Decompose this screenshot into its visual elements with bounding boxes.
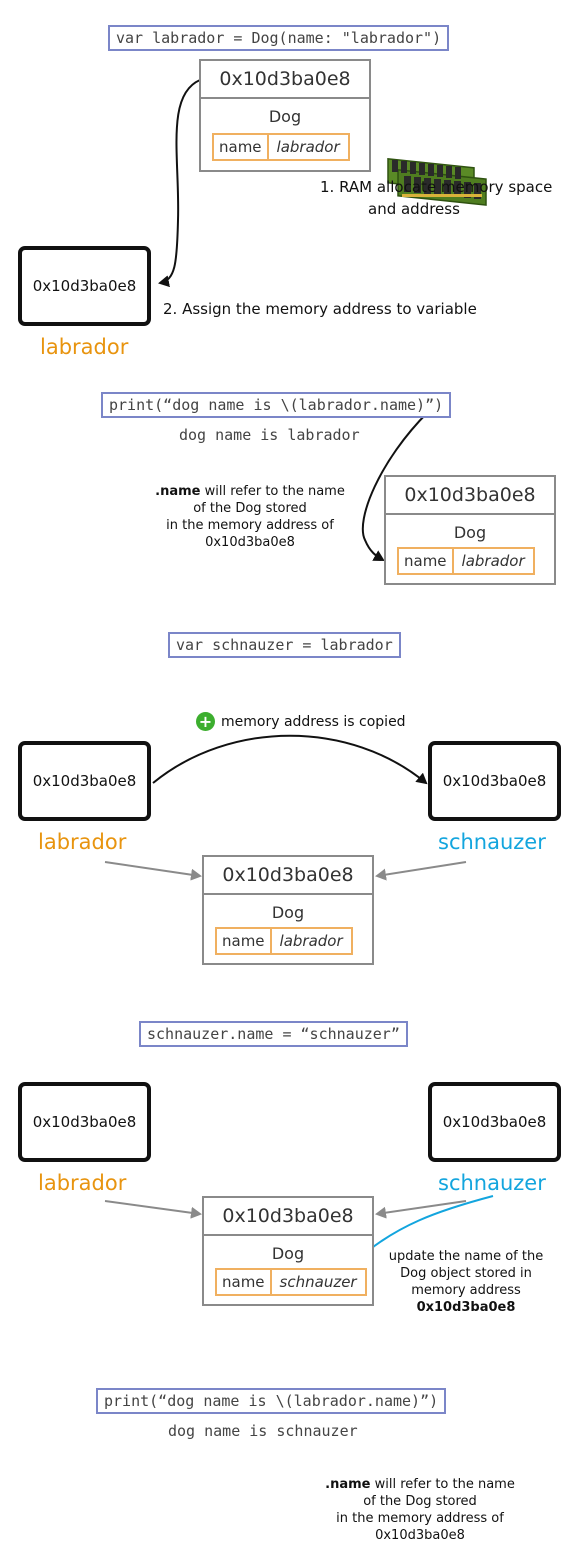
object-address: 0x10d3ba0e8: [204, 857, 372, 895]
variable-address: 0x10d3ba0e8: [32, 772, 137, 790]
labrador-label: labrador: [40, 335, 129, 359]
ram-note-line2: and address: [368, 200, 460, 218]
plus-icon: +: [196, 712, 215, 731]
update-note: update the name of the Dog object stored…: [371, 1248, 561, 1316]
property-value: labrador: [276, 138, 340, 156]
property-key: name: [399, 549, 454, 573]
copy-arrow: [152, 734, 428, 785]
property-key: name: [217, 929, 272, 953]
property-value: labrador: [279, 932, 343, 950]
dog-object-3: 0x10d3ba0e8 Dog name labrador: [202, 855, 374, 965]
refer-note-1: .name will refer to the name of the Dog …: [135, 483, 365, 551]
code-print-2: print(“dog name is \(labrador.name)”): [96, 1388, 447, 1414]
refer-note-rest: will refer to the name: [200, 484, 345, 499]
code-rename: schnauzer.name = “schnauzer”: [139, 1021, 408, 1047]
labrador-variable-box-3: 0x10d3ba0e8: [18, 1082, 151, 1162]
code-print-1: print(“dog name is \(labrador.name)”): [101, 392, 452, 418]
object-class-name: Dog: [271, 903, 305, 922]
property-key: name: [217, 1270, 272, 1294]
schnauzer-label-2: schnauzer: [438, 1171, 546, 1195]
object-address: 0x10d3ba0e8: [204, 1198, 372, 1236]
object-address: 0x10d3ba0e8: [386, 477, 554, 515]
variable-address: 0x10d3ba0e8: [32, 1113, 137, 1131]
update-note-line3: memory address: [411, 1283, 521, 1298]
refer-note-line3: in the memory address of: [166, 518, 334, 533]
labrador-label-2: labrador: [38, 830, 127, 854]
print-output-1: dog name is labrador: [179, 426, 360, 444]
variable-address: 0x10d3ba0e8: [32, 277, 137, 295]
ram-note-line1: 1. RAM allocate memory space: [320, 178, 553, 196]
name-property: name labrador: [397, 547, 535, 575]
labrador-pointer-arrow-2: [104, 1200, 202, 1219]
schnauzer-variable-box: 0x10d3ba0e8: [428, 741, 561, 821]
refer-note-line4: 0x10d3ba0e8: [375, 1528, 465, 1543]
schnauzer-pointer-arrow-2: [375, 1200, 467, 1219]
labrador-pointer-arrow: [104, 861, 202, 881]
refer-note-line2: of the Dog stored: [363, 1494, 477, 1509]
name-property: name schnauzer: [215, 1268, 367, 1296]
ram-icon: [387, 157, 487, 206]
refer-note-bold: .name: [155, 484, 201, 499]
copied-note: memory address is copied: [221, 714, 406, 730]
property-key: name: [214, 135, 269, 159]
refer-note-rest: will refer to the name: [370, 1477, 515, 1492]
update-note-line1: update the name of the: [388, 1249, 544, 1264]
refer-note-line4: 0x10d3ba0e8: [205, 535, 295, 550]
dog-object-2: 0x10d3ba0e8 Dog name labrador: [384, 475, 556, 585]
refer-note-line2: of the Dog stored: [193, 501, 307, 516]
labrador-variable-box: 0x10d3ba0e8: [18, 246, 151, 326]
labrador-variable-box-2: 0x10d3ba0e8: [18, 741, 151, 821]
refer-note-2: .name will refer to the name of the Dog …: [305, 1476, 535, 1544]
refer-note-bold: .name: [325, 1477, 371, 1492]
refer-note-line3: in the memory address of: [336, 1511, 504, 1526]
assign-note: 2. Assign the memory address to variable: [163, 300, 477, 318]
update-note-line4: 0x10d3ba0e8: [416, 1300, 516, 1315]
property-value: labrador: [461, 552, 525, 570]
object-address: 0x10d3ba0e8: [201, 61, 369, 99]
refer-arrow: [361, 411, 429, 561]
update-note-line2: Dog object stored in: [400, 1266, 532, 1281]
dog-object-4: 0x10d3ba0e8 Dog name schnauzer: [202, 1196, 374, 1306]
code-alloc: var labrador = Dog(name: "labrador"): [108, 25, 450, 51]
print-output-2: dog name is schnauzer: [168, 1422, 358, 1440]
name-property: name labrador: [215, 927, 353, 955]
name-property: name labrador: [212, 133, 350, 161]
object-class-name: Dog: [271, 1244, 305, 1263]
schnauzer-label: schnauzer: [438, 830, 546, 854]
object-class-name: Dog: [453, 523, 487, 542]
labrador-label-3: labrador: [38, 1171, 127, 1195]
schnauzer-pointer-arrow: [375, 861, 467, 881]
code-copy: var schnauzer = labrador: [168, 632, 401, 658]
property-value: schnauzer: [279, 1273, 357, 1291]
variable-address: 0x10d3ba0e8: [442, 1113, 547, 1131]
assign-arrow: [158, 79, 201, 288]
object-class-name: Dog: [268, 107, 302, 126]
schnauzer-variable-box-2: 0x10d3ba0e8: [428, 1082, 561, 1162]
variable-address: 0x10d3ba0e8: [442, 772, 547, 790]
dog-object-1: 0x10d3ba0e8 Dog name labrador: [199, 59, 371, 172]
